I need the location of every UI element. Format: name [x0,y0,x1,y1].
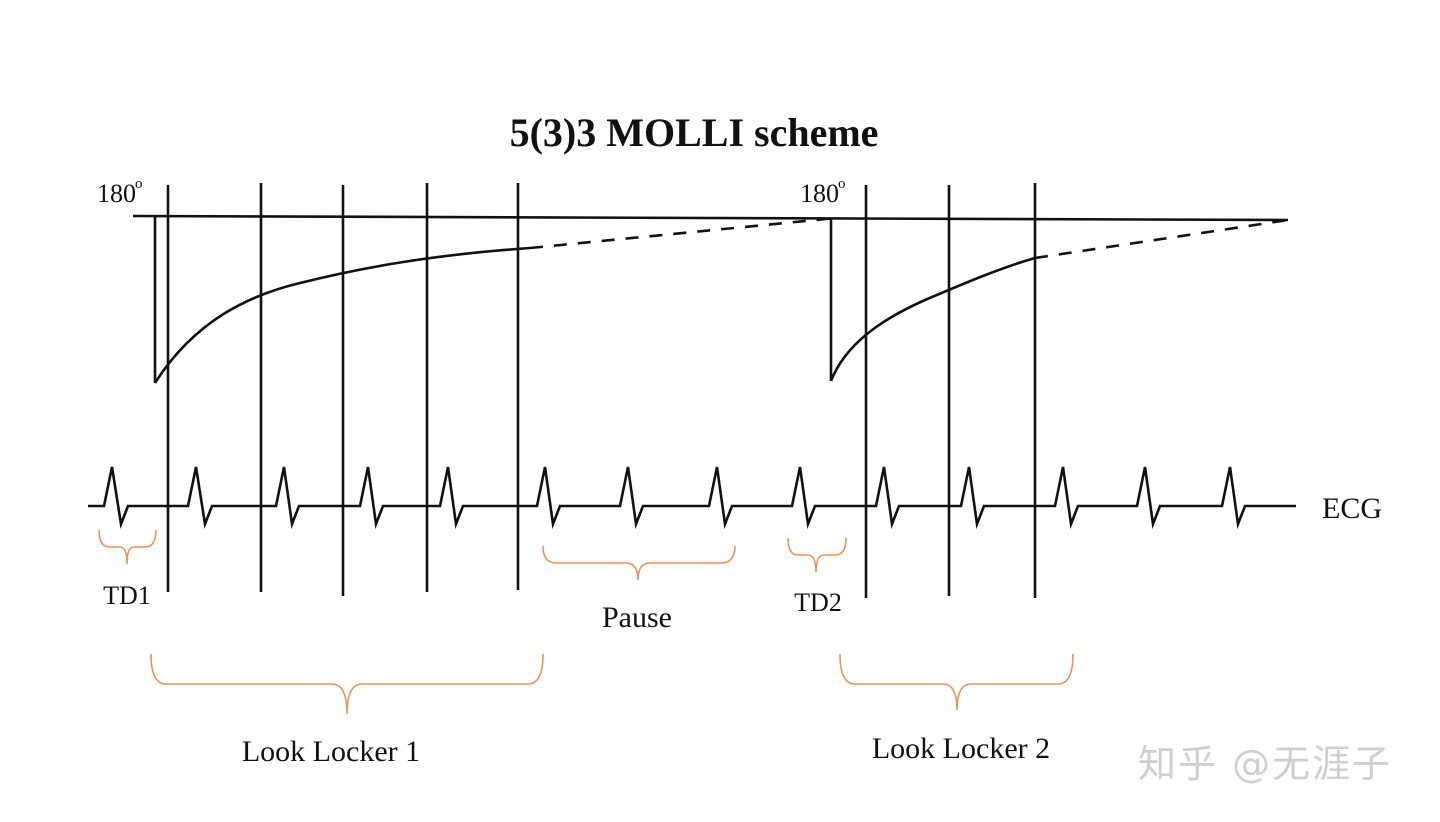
pause-brace [542,545,736,581]
look-locker-2-label: Look Locker 2 [872,732,1050,765]
readout-lines-ll2 [864,183,1037,598]
look-locker-2-brace [839,653,1074,711]
recovery-dashed-1 [529,216,837,250]
readout-lines-ll1 [166,183,520,596]
svg-text:o: o [838,176,846,192]
inversion-label-1: 180 o [97,176,143,208]
inversion-label-2: 180 o [800,176,846,208]
svg-text:180: 180 [800,179,839,208]
recovery-curve-1 [153,246,531,384]
td1-brace [98,529,157,565]
td1-label: TD1 [103,581,151,610]
pause-label: Pause [602,601,672,634]
svg-text:o: o [135,176,143,192]
td2-label: TD2 [794,588,842,617]
recovery-curve-2 [829,256,1036,382]
watermark: 知乎 @无涯子 [1138,742,1392,786]
look-locker-1-label: Look Locker 1 [242,735,420,768]
recovery-dashed-2 [1034,218,1289,260]
look-locker-1-brace [150,653,544,715]
equilibrium-line [132,214,1289,222]
svg-text:180: 180 [97,179,136,208]
ecg-trace [88,466,1296,530]
td2-brace [787,537,847,573]
diagram-title: 5(3)3 MOLLI scheme [510,110,879,155]
ecg-label: ECG [1322,492,1382,525]
